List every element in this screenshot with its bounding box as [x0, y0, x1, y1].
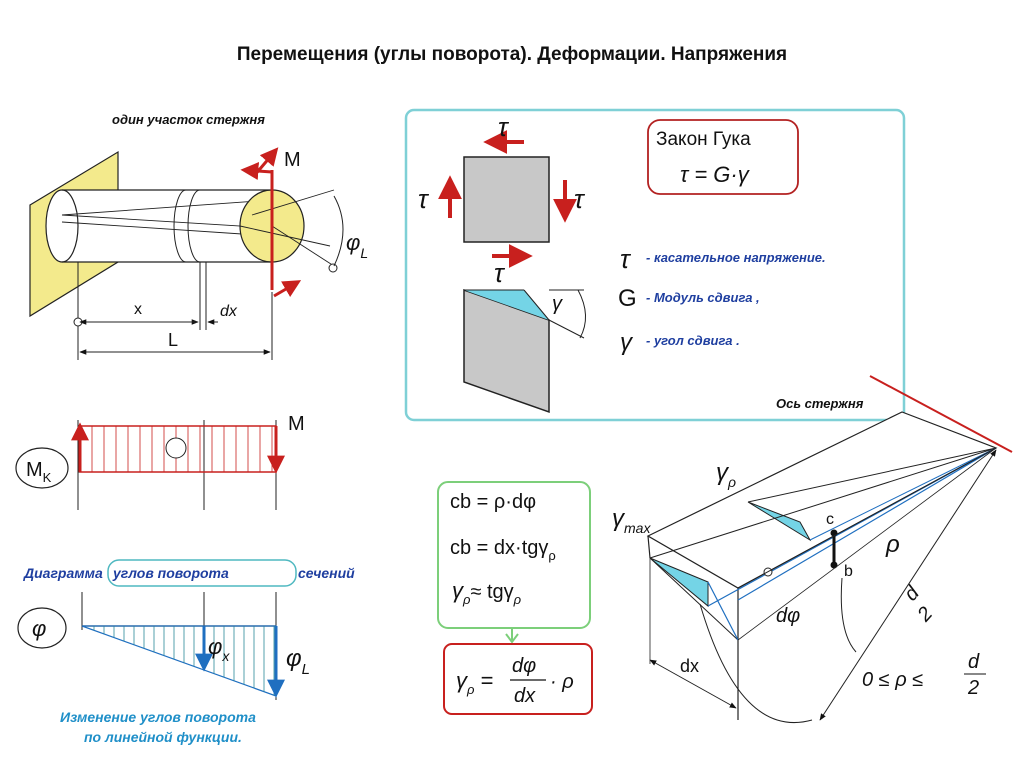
axis-label: Ось стержня: [776, 396, 864, 411]
phi-x-label: φx: [208, 634, 230, 664]
legend-sym-gamma: γ: [620, 329, 634, 356]
formula-3: γρ≈ tgγρ: [452, 578, 522, 607]
angle-bottom-caption-2: по линейной функции.: [84, 729, 242, 745]
x-label: x: [134, 301, 142, 318]
tau-left-label: τ: [418, 184, 430, 214]
gamma-angle-label: γ: [552, 293, 563, 315]
beam-dx-label: dx: [680, 656, 699, 676]
formula-4-tail: · ρ: [550, 671, 574, 693]
formula-4-den: dx: [514, 685, 536, 707]
phi-L-diagram-label: φL: [286, 645, 310, 678]
angle-caption-right: сечений: [298, 565, 355, 581]
tau-right-label: τ: [574, 184, 586, 214]
shaft-diagram: один участок стержня φL M: [29, 112, 368, 360]
page-title: Перемещения (углы поворота). Деформации.…: [236, 44, 788, 65]
dx-label: dx: [220, 303, 238, 320]
hooke-law-box: [647, 119, 799, 195]
phi-badge: [17, 607, 67, 649]
axis-red-line: [869, 375, 1013, 453]
segment-label: один участок стержня: [112, 112, 265, 127]
rho-range-num: d: [968, 651, 980, 673]
point-c-label: c: [826, 511, 834, 528]
d2-den: 2: [913, 603, 937, 627]
moment-diagram-M: M: [288, 413, 305, 435]
dphi-label: dφ: [776, 605, 800, 627]
tau-top-label: τ: [498, 112, 510, 142]
legend-text-gamma: - угол сдвига .: [646, 333, 740, 348]
moment-arrow-bottom: [273, 280, 302, 298]
gamma-max-label: γmax: [612, 505, 651, 536]
angle-diagram: Диаграмма углов поворота сечений φx φL φ…: [17, 559, 355, 745]
formula-2: cb = dx·tgγρ: [450, 537, 556, 563]
moment-diagram: M MK: [15, 413, 305, 510]
stress-element: [463, 156, 550, 243]
angle-bottom-caption-1: Изменение углов поворота: [60, 709, 256, 725]
gamma-rho-label: γρ: [716, 459, 736, 490]
formula-4-num: dφ: [512, 655, 536, 677]
hooke-law-title: Закон Гука: [656, 129, 751, 150]
moment-label: M: [284, 149, 301, 171]
phi-badge-label: φ: [32, 616, 46, 641]
hooke-panel: τ τ τ τ γ Закон Гука τ = G·γ τ - касател…: [404, 108, 906, 422]
formula-4-lhs: γρ =: [456, 668, 493, 697]
legend-sym-tau: τ: [620, 244, 632, 274]
rho-range-den: 2: [967, 677, 979, 699]
angle-caption-box: углов поворота: [112, 565, 229, 581]
phi-L-label: φL: [346, 230, 368, 261]
formula-panel: cb = ρ·dφ cb = dx·tgγρ γρ≈ tgγρ γρ = dφ …: [437, 481, 593, 715]
beam-diagram: Ось стержня dx γρ γmax c: [612, 375, 1013, 724]
moment-arrow-top: [252, 147, 279, 177]
rho-label: ρ: [885, 531, 900, 558]
formula-1: cb = ρ·dφ: [450, 491, 536, 513]
point-b-label: b: [844, 563, 853, 580]
mk-label: MK: [26, 459, 52, 485]
tau-bottom-label: τ: [494, 258, 506, 288]
angle-caption-left: Диаграмма: [23, 565, 103, 581]
L-label: L: [168, 330, 178, 350]
legend-text-G: - Модуль сдвига ,: [646, 290, 760, 305]
d2-num: d: [900, 582, 924, 606]
legend-sym-G: G: [618, 285, 637, 312]
final-formula-box: [443, 643, 593, 715]
mk-badge: [15, 447, 69, 489]
hooke-law-formula: τ = G·γ: [680, 162, 751, 187]
legend-text-tau: - касательное напряжение.: [646, 250, 826, 265]
rho-range-label: 0 ≤ ρ ≤: [862, 669, 923, 691]
